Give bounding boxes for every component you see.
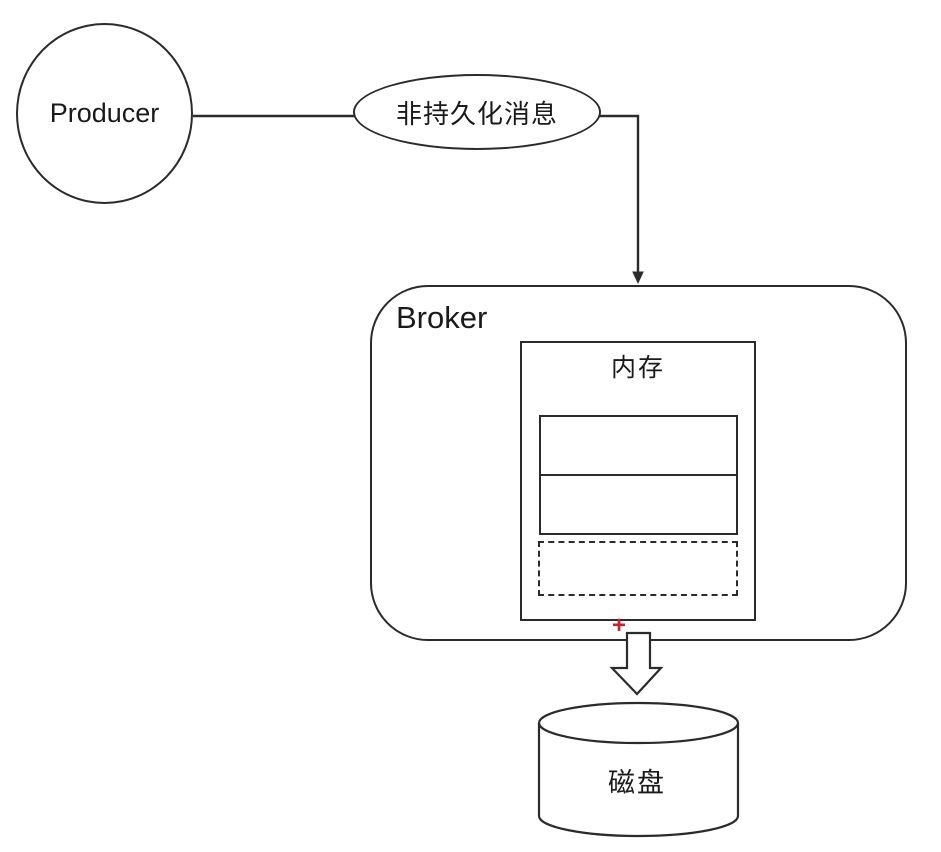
cylinder-body <box>537 723 740 838</box>
block-arrow-icon <box>609 631 664 696</box>
queue-dashed-slot <box>538 541 738 596</box>
cylinder-top <box>537 701 740 745</box>
plus-marker: + <box>611 612 626 639</box>
memory-label: 内存 <box>610 354 665 382</box>
queue-slot-divider <box>539 474 738 476</box>
broker-label: Broker <box>396 300 488 335</box>
message-label: 非持久化消息 <box>395 98 558 129</box>
producer-node: Producer <box>16 23 193 204</box>
arrowhead-solid-icon <box>632 271 644 284</box>
block-arrow-shape <box>609 631 664 696</box>
disk-label: 磁盘 <box>608 768 666 798</box>
edge-message-to-broker <box>599 114 640 273</box>
message-node: 非持久化消息 <box>353 74 601 150</box>
disk-cylinder-icon <box>537 701 740 838</box>
producer-label: Producer <box>49 98 160 128</box>
